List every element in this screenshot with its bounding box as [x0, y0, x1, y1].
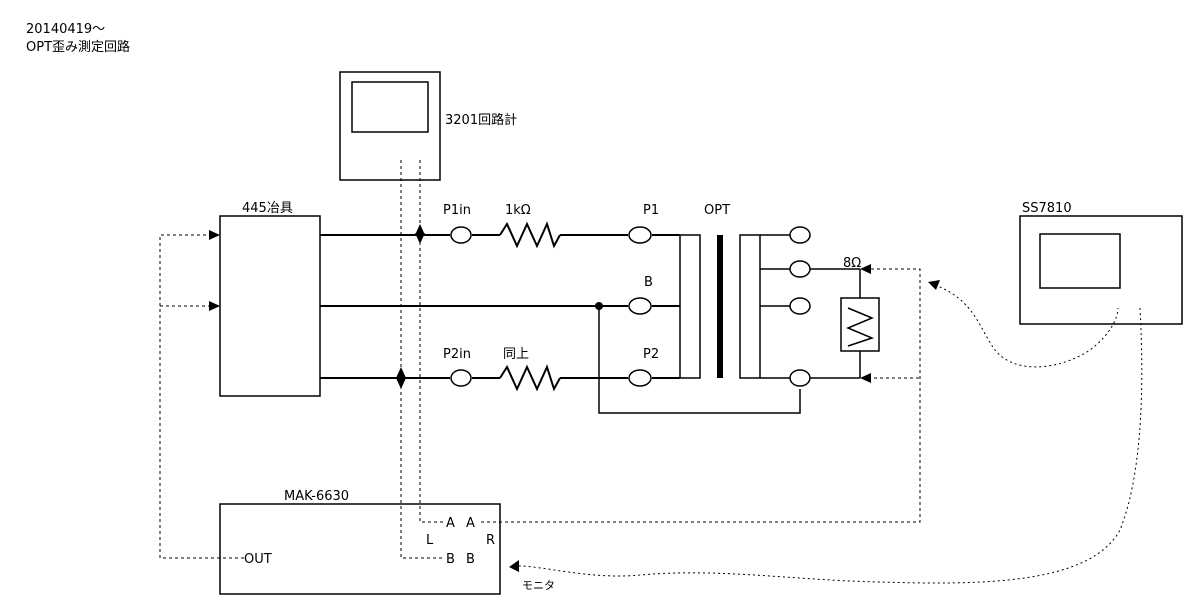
label-out: OUT	[244, 552, 272, 567]
junction-dot	[595, 302, 603, 310]
load-body	[840, 297, 880, 352]
arrow-scope-probe	[928, 280, 940, 290]
monitor-curve	[515, 307, 1143, 584]
terminal-b	[628, 297, 652, 315]
sec-terminal-3	[789, 297, 811, 315]
dashed-connections	[159, 160, 921, 559]
wire-ground-loop	[598, 306, 801, 414]
terminal-p1	[628, 226, 652, 244]
meter-label: 3201回路計	[445, 112, 517, 128]
label-monitor: モニタ	[522, 579, 555, 592]
diagram-title: OPT歪み測定回路	[26, 39, 130, 55]
meter-screen	[351, 81, 429, 133]
resistor-2	[499, 364, 561, 392]
label-8ohm: 8Ω	[843, 256, 861, 271]
jig-label: 445冶具	[242, 201, 293, 216]
jig-body	[219, 215, 321, 397]
label-p2: P2	[643, 347, 659, 362]
scope-ss7810	[1019, 215, 1183, 325]
label-p2in: P2in	[443, 347, 471, 362]
date-text: 20140419～	[26, 22, 105, 37]
sec-terminal-1	[789, 226, 811, 244]
terminal-p2in	[450, 369, 472, 387]
analyzer-mak6630	[219, 503, 501, 595]
arrow-load-bot	[860, 373, 871, 383]
arrow-jig-mid	[209, 301, 220, 311]
analyzer-label: MAK-6630	[284, 489, 349, 504]
secondary-winding	[739, 234, 761, 379]
label-p1: P1	[643, 203, 659, 218]
label-b1: B	[446, 552, 455, 567]
jig-445	[219, 215, 321, 397]
label-l: L	[426, 533, 434, 548]
terminal-p2	[628, 369, 652, 387]
opt-transformer	[679, 226, 811, 387]
label-b2: B	[466, 552, 475, 567]
label-p1in: P1in	[443, 203, 471, 218]
label-1k: 1kΩ	[505, 203, 531, 218]
label-a1: A	[446, 516, 455, 531]
resistor-1k	[499, 221, 561, 249]
arrowheads	[209, 224, 940, 572]
label-b: B	[644, 275, 653, 290]
meter-3201	[339, 71, 441, 181]
terminals	[450, 226, 652, 387]
scope-label: SS7810	[1022, 201, 1072, 216]
label-r: R	[486, 533, 495, 548]
label-a2: A	[466, 516, 475, 531]
sec-terminal-2	[789, 260, 811, 278]
wires	[320, 234, 801, 414]
label-resistor2: 同上	[503, 347, 529, 362]
scope-probe-curve	[934, 284, 1119, 368]
arrow-monitor	[509, 560, 519, 572]
sec-terminal-4	[789, 369, 811, 387]
dash-out-to-jig	[159, 234, 244, 559]
scope-screen	[1039, 233, 1121, 289]
dash-a-input	[419, 242, 443, 523]
dash-b-input	[400, 386, 443, 559]
arrow-meter-p2-down	[396, 378, 406, 389]
arrow-jig-top	[209, 230, 220, 240]
load-zigzag	[846, 307, 875, 347]
arrow-load-top	[860, 264, 871, 274]
primary-winding	[679, 234, 701, 379]
label-opt: OPT	[704, 203, 730, 218]
dash-load-to-a	[481, 268, 921, 523]
arrow-meter-p1-down	[415, 233, 425, 244]
load-resistor-8ohm	[810, 268, 880, 379]
arrow-meter-p1	[415, 224, 425, 235]
analyzer-body	[219, 503, 501, 595]
arrow-meter-p2-up	[396, 367, 406, 378]
terminal-p1in	[450, 226, 472, 244]
